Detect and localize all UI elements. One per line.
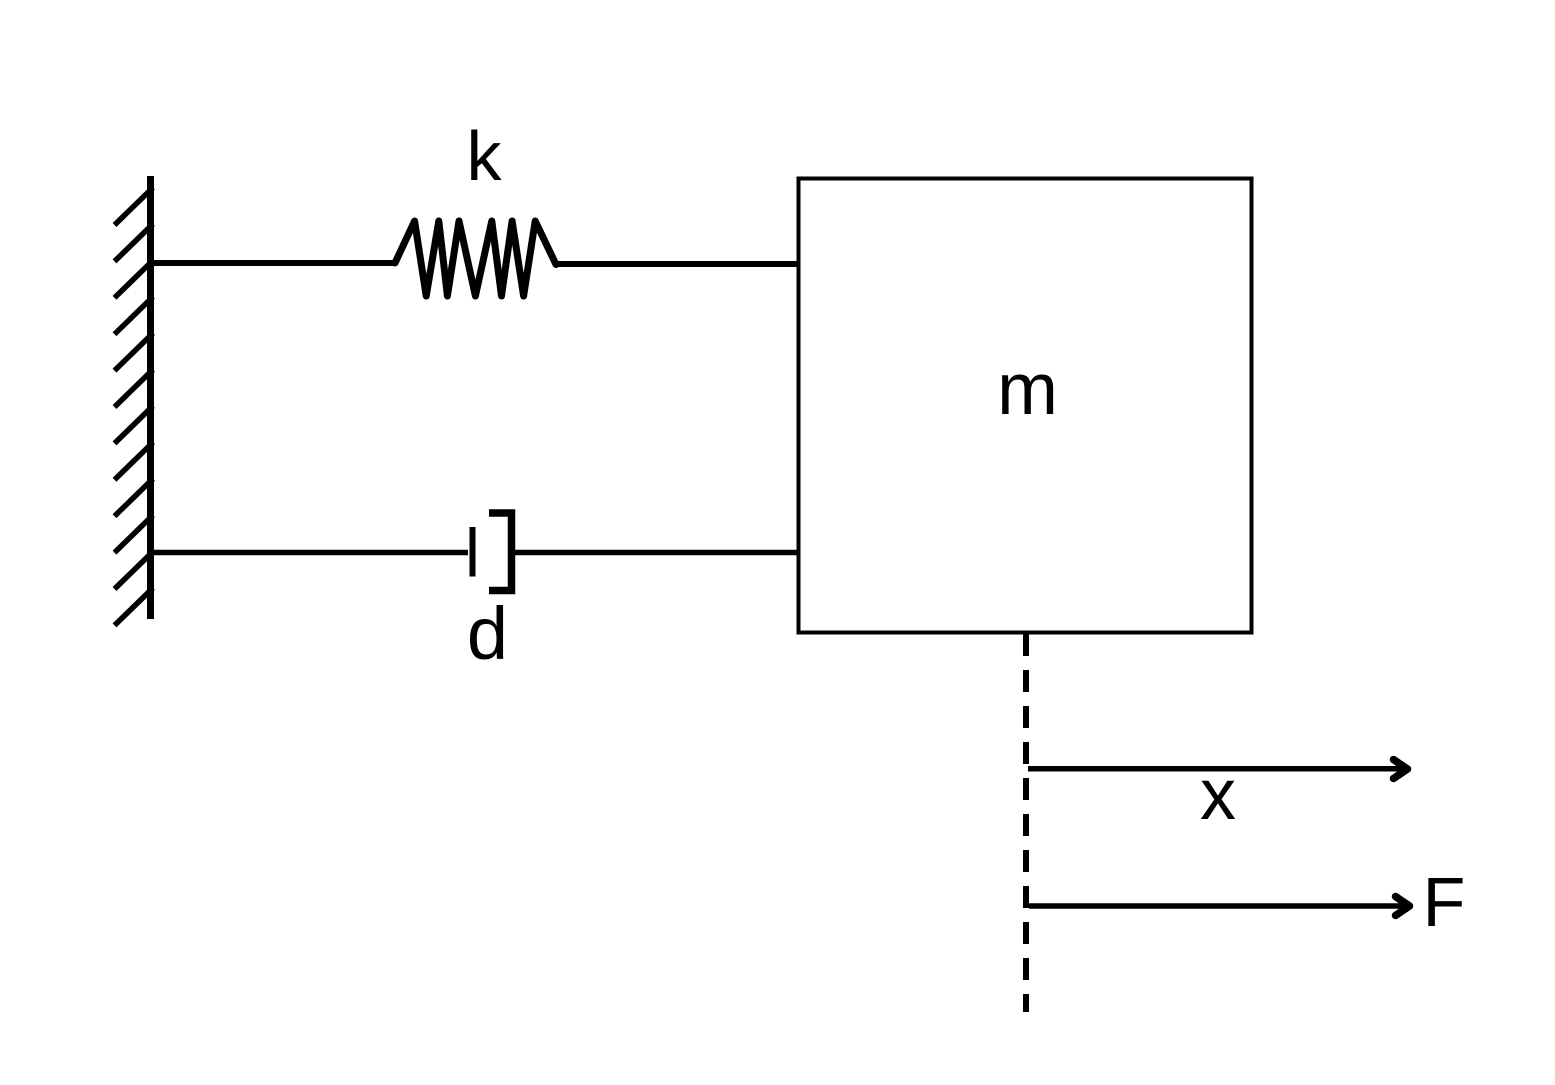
svg-text:k: k xyxy=(467,117,503,195)
svg-text:m: m xyxy=(997,349,1058,430)
svg-text:F: F xyxy=(1423,863,1466,941)
svg-text:d: d xyxy=(467,592,508,675)
svg-text:x: x xyxy=(1200,755,1236,835)
